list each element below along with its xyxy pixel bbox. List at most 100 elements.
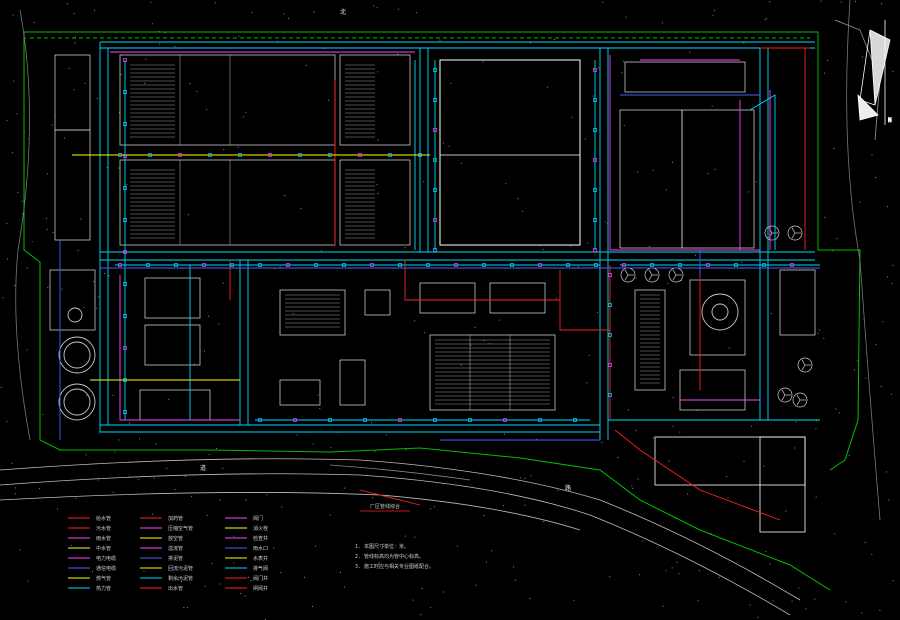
note-1: 1. 本图尺寸单位：米。 <box>355 543 409 550</box>
terrain-dot <box>571 116 573 118</box>
terrain-dot <box>805 608 807 610</box>
terrain-dot <box>183 607 185 608</box>
terrain-dot <box>14 493 16 495</box>
terrain-dot <box>211 562 213 564</box>
terrain-dot <box>412 599 414 601</box>
terrain-dot <box>832 250 834 252</box>
terrain-dot <box>875 177 877 178</box>
terrain-dot <box>482 61 484 63</box>
terrain-dot <box>245 111 247 113</box>
manhole <box>433 98 437 102</box>
manhole <box>118 153 122 157</box>
terrain-dot <box>92 281 94 283</box>
terrain-dot <box>344 586 346 588</box>
terrain-dot <box>85 454 87 456</box>
terrain-dot <box>631 485 633 487</box>
manhole <box>238 153 242 157</box>
terrain-dot <box>404 247 406 248</box>
terrain-dot <box>875 344 877 346</box>
legend-label: 雨水口 <box>253 545 268 552</box>
manhole <box>258 418 262 422</box>
terrain-dot <box>882 321 884 323</box>
terrain-dot <box>557 489 559 491</box>
manhole <box>123 58 127 62</box>
terrain-dot <box>181 581 182 582</box>
manhole <box>426 263 430 267</box>
terrain-dot <box>593 95 594 97</box>
terrain-dot <box>855 1 856 3</box>
terrain-dot <box>12 152 14 154</box>
terrain-dot <box>741 261 743 263</box>
terrain-dot <box>45 218 47 220</box>
terrain-dot <box>15 487 17 489</box>
terrain-dot <box>22 213 24 215</box>
terrain-dot <box>70 544 72 546</box>
terrain-dot <box>652 169 654 171</box>
terrain-dot <box>864 542 866 544</box>
terrain-dot <box>150 1 152 3</box>
fan-icon <box>764 225 780 241</box>
terrain-dot <box>120 74 122 75</box>
manhole <box>503 418 507 422</box>
terrain-dot <box>94 9 95 11</box>
manhole <box>433 128 437 132</box>
terrain-dot <box>208 454 210 456</box>
terrain-dot <box>189 83 191 85</box>
manhole <box>174 263 178 267</box>
terrain-dot <box>248 576 249 578</box>
fan-icon <box>644 267 660 283</box>
water-pipes <box>112 60 820 421</box>
manhole <box>342 263 346 267</box>
legend-label: 阀门 <box>253 515 263 522</box>
terrain-dot <box>672 161 673 163</box>
terrain-dot <box>824 217 826 218</box>
terrain-dot <box>118 439 120 441</box>
terrain-dot <box>602 1 604 3</box>
legend-label: 放空管 <box>168 535 183 542</box>
terrain-dot <box>713 9 715 11</box>
terrain-dot <box>155 443 157 445</box>
legend-label: 检查井 <box>253 535 268 542</box>
terrain-dot <box>404 535 406 537</box>
manhole <box>118 263 122 267</box>
terrain-dot <box>871 553 873 555</box>
legend-label: 回流污泥管 <box>168 565 193 572</box>
terrain-dot <box>588 354 590 356</box>
manhole <box>790 263 794 267</box>
terrain-dot <box>6 120 8 122</box>
manhole <box>314 263 318 267</box>
terrain-dot <box>764 19 766 21</box>
terrain-dot <box>573 599 575 601</box>
terrain-dot <box>834 533 836 535</box>
manhole <box>734 263 738 267</box>
terrain-dot <box>861 56 863 58</box>
terrain-dot <box>456 545 458 547</box>
manhole <box>370 263 374 267</box>
terrain-dot <box>319 408 321 409</box>
terrain-dot <box>460 364 462 366</box>
manhole <box>202 263 206 267</box>
terrain-dot <box>505 183 507 185</box>
terrain-dot <box>233 535 235 537</box>
terrain-dot <box>196 90 198 92</box>
terrain-dot <box>672 397 674 398</box>
manhole <box>454 263 458 267</box>
north-label: 北 <box>340 8 346 16</box>
terrain-dot <box>597 67 599 69</box>
terrain-dot <box>679 431 681 433</box>
terrain-dot <box>542 521 544 522</box>
terrain-dot <box>373 5 375 7</box>
drawing-title: 厂区管线综合 <box>370 503 400 510</box>
manhole <box>594 263 598 267</box>
note-2: 2. 管线标高均为管中心标高。 <box>355 553 424 560</box>
terrain-dot <box>530 475 532 477</box>
manhole <box>608 303 612 307</box>
terrain-dot <box>46 173 48 175</box>
terrain-dot <box>66 3 68 5</box>
terrain-dot <box>206 108 208 110</box>
legend: 给水管污水管雨水管中水管电力电缆通信电缆燃气管热力管加药管压缩空气管放空管溢流管… <box>68 515 268 592</box>
terrain-dot <box>222 467 224 469</box>
terrain-dot <box>794 447 796 449</box>
terrain-dot <box>632 488 634 490</box>
terrain-dot <box>637 171 638 173</box>
